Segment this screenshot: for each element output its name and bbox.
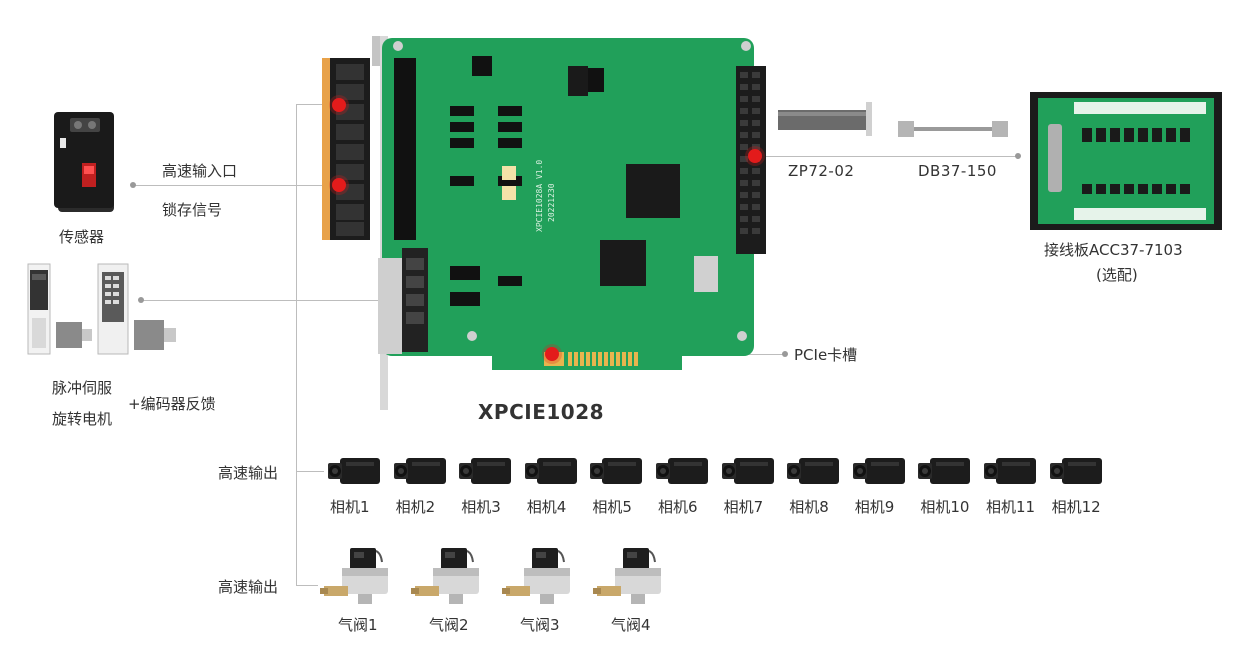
pneumatic-valve-icon bbox=[593, 546, 669, 608]
valve-label: 气阀2 bbox=[429, 616, 469, 634]
cable-link-line bbox=[755, 156, 1017, 157]
camera-output-label: 高速输出 bbox=[218, 464, 279, 482]
latch-signal-label: 锁存信号 bbox=[162, 201, 223, 219]
valve-label: 气阀3 bbox=[520, 616, 560, 634]
input-connector-highlight-1 bbox=[332, 98, 346, 112]
servo-drive-image bbox=[27, 263, 176, 355]
camera-icon bbox=[720, 454, 778, 488]
camera-item: 相机11 bbox=[982, 454, 1042, 524]
camera-item: 相机10 bbox=[916, 454, 976, 524]
high-speed-input-label: 高速输入口 bbox=[162, 162, 238, 180]
camera-label: 相机9 bbox=[854, 498, 895, 516]
camera-icon bbox=[392, 454, 450, 488]
pneumatic-valve-icon bbox=[502, 546, 578, 608]
camera-icon bbox=[982, 454, 1040, 488]
camera-output-line bbox=[296, 471, 324, 472]
pcie-link-dot bbox=[782, 351, 788, 357]
camera-item: 相机4 bbox=[523, 454, 583, 524]
camera-label: 相机5 bbox=[592, 498, 632, 516]
main-vertical-bus bbox=[296, 104, 297, 586]
camera-icon bbox=[851, 454, 909, 488]
cable-db37-label: DB37-150 bbox=[918, 162, 997, 180]
camera-icon bbox=[457, 454, 515, 488]
pcie-board-image: XPCIE1028A V1.0 20221230 bbox=[322, 36, 766, 410]
camera-label: 相机6 bbox=[658, 498, 698, 516]
servo-label-line2: 旋转电机 bbox=[52, 410, 113, 428]
terminal-board-label: 接线板ACC37-7103 bbox=[1044, 241, 1183, 259]
sensor-link-line bbox=[132, 185, 337, 186]
valve-item: 气阀3 bbox=[502, 546, 582, 640]
camera-item: 相机2 bbox=[392, 454, 452, 524]
encoder-feedback-label: +编码器反馈 bbox=[128, 395, 216, 413]
board-title: XPCIE1028 bbox=[478, 400, 605, 424]
camera-icon bbox=[1048, 454, 1106, 488]
camera-icon bbox=[654, 454, 712, 488]
camera-label: 相机7 bbox=[723, 498, 764, 516]
camera-label: 相机12 bbox=[1051, 498, 1101, 516]
camera-item: 相机9 bbox=[851, 454, 911, 524]
valve-output-line bbox=[296, 585, 318, 586]
camera-item: 相机5 bbox=[588, 454, 648, 524]
camera-item: 相机7 bbox=[720, 454, 780, 524]
pneumatic-valve-icon bbox=[411, 546, 487, 608]
input-connector-highlight-2 bbox=[332, 178, 346, 192]
camera-label: 相机1 bbox=[330, 498, 370, 516]
valve-item: 气阀2 bbox=[411, 546, 491, 640]
cable-zp72-image bbox=[778, 102, 872, 136]
camera-item: 相机12 bbox=[1048, 454, 1108, 524]
camera-label: 相机4 bbox=[526, 498, 567, 516]
board-silk-text: XPCIE1028A V1.0 bbox=[535, 160, 544, 232]
camera-item: 相机6 bbox=[654, 454, 714, 524]
sensor-link-dot bbox=[130, 182, 136, 188]
valve-item: 气阀1 bbox=[320, 546, 400, 640]
camera-icon bbox=[785, 454, 843, 488]
camera-icon bbox=[523, 454, 581, 488]
camera-label: 相机11 bbox=[986, 498, 1036, 516]
cable-link-dot bbox=[1015, 153, 1021, 159]
camera-label: 相机2 bbox=[395, 498, 436, 516]
camera-item: 相机8 bbox=[785, 454, 845, 524]
servo-link-dot bbox=[138, 297, 144, 303]
camera-icon bbox=[916, 454, 974, 488]
sensor-image bbox=[54, 112, 114, 212]
valve-label: 气阀1 bbox=[338, 616, 378, 634]
camera-item: 相机3 bbox=[457, 454, 517, 524]
valve-item: 气阀4 bbox=[593, 546, 673, 640]
terminal-board-image bbox=[1030, 92, 1222, 230]
camera-icon bbox=[588, 454, 646, 488]
camera-label: 相机10 bbox=[920, 498, 970, 516]
valve-output-label: 高速输出 bbox=[218, 578, 279, 596]
pneumatic-valve-icon bbox=[320, 546, 396, 608]
camera-label: 相机3 bbox=[461, 498, 501, 516]
bus-top-stub bbox=[296, 104, 336, 105]
cable-zp72-label: ZP72-02 bbox=[788, 162, 855, 180]
camera-label: 相机8 bbox=[789, 498, 829, 516]
sensor-label: 传感器 bbox=[59, 228, 105, 246]
cable-db37-image bbox=[898, 121, 1008, 137]
servo-link-line bbox=[140, 300, 385, 301]
terminal-board-optional-label: (选配) bbox=[1096, 266, 1138, 284]
camera-icon bbox=[326, 454, 384, 488]
valve-label: 气阀4 bbox=[611, 616, 651, 634]
camera-item: 相机1 bbox=[326, 454, 386, 524]
board-date-text: 20221230 bbox=[547, 183, 556, 222]
pcie-slot-highlight bbox=[545, 347, 559, 361]
output-connector-highlight bbox=[748, 149, 762, 163]
pcie-slot-label: PCIe卡槽 bbox=[794, 346, 858, 364]
servo-label-line1: 脉冲伺服 bbox=[52, 379, 113, 397]
